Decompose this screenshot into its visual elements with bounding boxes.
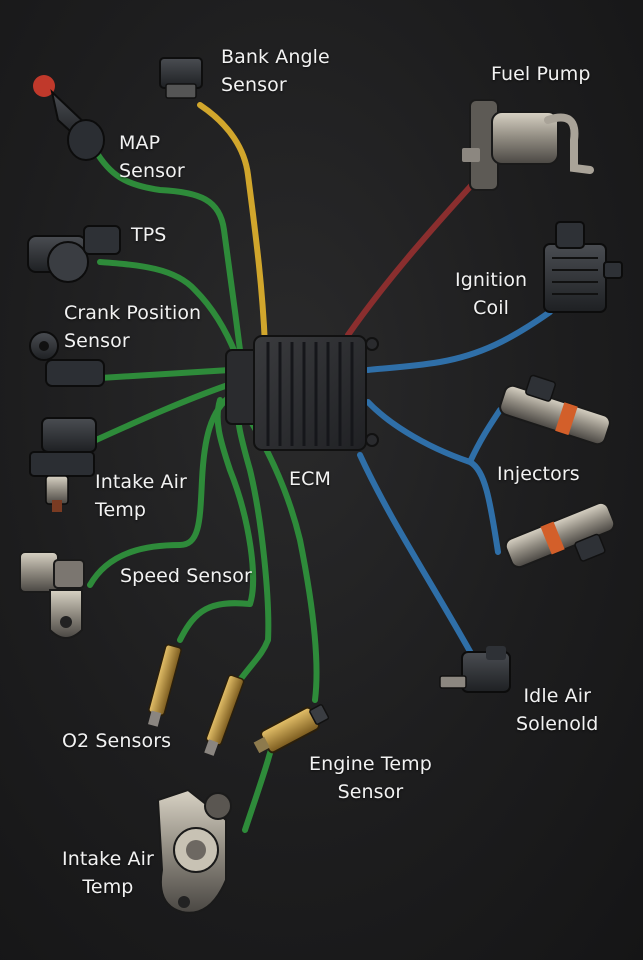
- o2-sensor-icon: [148, 644, 245, 756]
- wire-injectors: [365, 399, 503, 555]
- label-tps: TPS: [131, 224, 167, 246]
- label-injectors: Injectors: [497, 463, 580, 485]
- intake-air-temp-sensor-icon: [29, 417, 97, 512]
- ecm-label: ECM: [289, 468, 331, 490]
- wire-fuel-pump: [345, 175, 481, 338]
- wire-o2-a: [177, 397, 257, 643]
- wire-engine-temp: [247, 417, 320, 703]
- wire-crank: [97, 367, 233, 381]
- label-intake-air-temp-1: Intake Air Temp: [95, 471, 187, 521]
- label-speed-sensor: Speed Sensor: [120, 565, 252, 587]
- label-map-sensor: MAP Sensor: [119, 132, 185, 182]
- ecm-module-icon: [225, 335, 379, 451]
- fuel-pump-icon: [462, 99, 594, 191]
- tps-icon: [27, 225, 121, 283]
- map-sensor-icon: [33, 75, 105, 161]
- idle-air-solenoid-icon: [439, 646, 511, 693]
- injector-icon: [499, 374, 616, 569]
- intake-air-temp-sensor-icon: [156, 788, 232, 914]
- label-intake-air-temp-2: Intake Air Temp: [62, 848, 154, 898]
- bank-angle-sensor-icon: [159, 57, 203, 99]
- ignition-coil-icon: [543, 221, 623, 313]
- speed-sensor-icon: [19, 551, 85, 639]
- wire-map: [92, 147, 243, 353]
- label-o2-sensors: O2 Sensors: [62, 730, 172, 752]
- wire-idle-air: [357, 452, 475, 658]
- wire-bank-angle: [197, 102, 268, 348]
- engine-temp-sensor-icon: [253, 704, 330, 754]
- wire-ignition: [365, 309, 553, 373]
- label-idle-air-solenoid: Idle Air Solenold: [516, 685, 599, 735]
- wire-speed: [87, 392, 235, 588]
- label-ignition-coil: Ignition Coil: [455, 269, 528, 319]
- label-bank-angle-sensor: Bank Angle Sensor: [221, 46, 330, 96]
- label-crank-position-sensor: Crank Position Sensor: [64, 302, 202, 352]
- wire-tps: [97, 259, 239, 358]
- label-engine-temp-sensor: Engine Temp Sensor: [309, 753, 432, 803]
- wire-intake-air-1: [93, 382, 231, 443]
- crank-position-sensor-icon: [29, 331, 105, 387]
- wire-o2-b: [235, 399, 272, 683]
- label-fuel-pump: Fuel Pump: [491, 63, 591, 85]
